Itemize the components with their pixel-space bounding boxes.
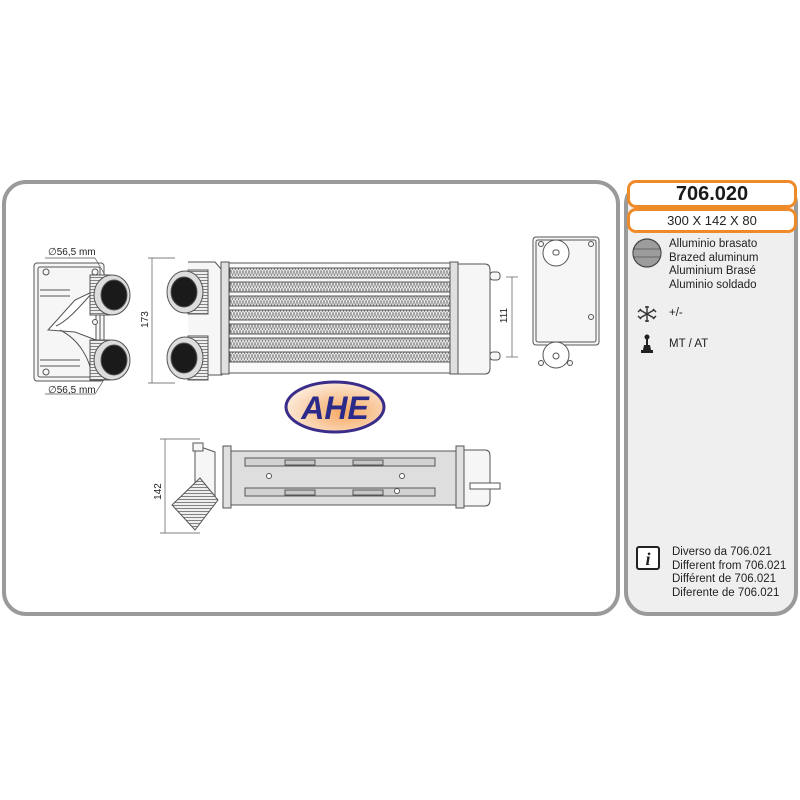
note-it: Diverso da 706.021 (672, 546, 772, 558)
note-en: Different from 706.021 (672, 559, 787, 572)
material-it: Alluminio brasato (669, 238, 758, 250)
pipe-diameter-bottom-label: ∅56,5 mm (48, 385, 96, 396)
end-view (532, 236, 600, 369)
side-view (33, 262, 131, 382)
svg-text:i: i (645, 549, 650, 569)
feature-material: Alluminio brasato Brazed aluminum Alumin… (632, 238, 758, 292)
svg-text:AHE: AHE (300, 390, 370, 426)
product-code: 706.020 (627, 180, 797, 208)
top-view (160, 438, 501, 534)
material-en: Brazed aluminum (669, 251, 759, 264)
note-es: Diferente de 706.021 (672, 586, 780, 599)
height-173-label: 173 (139, 311, 151, 328)
front-view (148, 257, 518, 384)
product-code-text: 706.020 (675, 182, 749, 205)
feature-transmission: MT / AT (632, 334, 708, 354)
material-fr: Aluminium Brasé (669, 265, 756, 277)
feature-ac: +/- (632, 305, 683, 323)
compatibility-note: i Diverso da 706.021 Different from 706.… (636, 546, 786, 600)
material-es: Aluminio soldado (669, 278, 757, 291)
info-icon: i (636, 546, 660, 600)
gear-shift-icon (632, 334, 662, 354)
height-142-label: 142 (152, 483, 164, 500)
pipe-diameter-leaders (45, 257, 106, 395)
pipe-diameter-top-label: ∅56,5 mm (48, 247, 96, 258)
brazed-aluminum-core-icon (632, 238, 662, 268)
height-111-label: 111 (499, 307, 511, 324)
ahe-logo: AHE (284, 380, 386, 434)
product-dimensions: 300 X 142 X 80 (627, 208, 797, 233)
transmission-label: MT / AT (669, 338, 709, 350)
snowflake-icon (632, 305, 662, 323)
note-fr: Différent de 706.021 (672, 573, 777, 585)
ac-label: +/- (669, 307, 683, 319)
product-dimensions-text: 300 X 142 X 80 (667, 213, 757, 228)
